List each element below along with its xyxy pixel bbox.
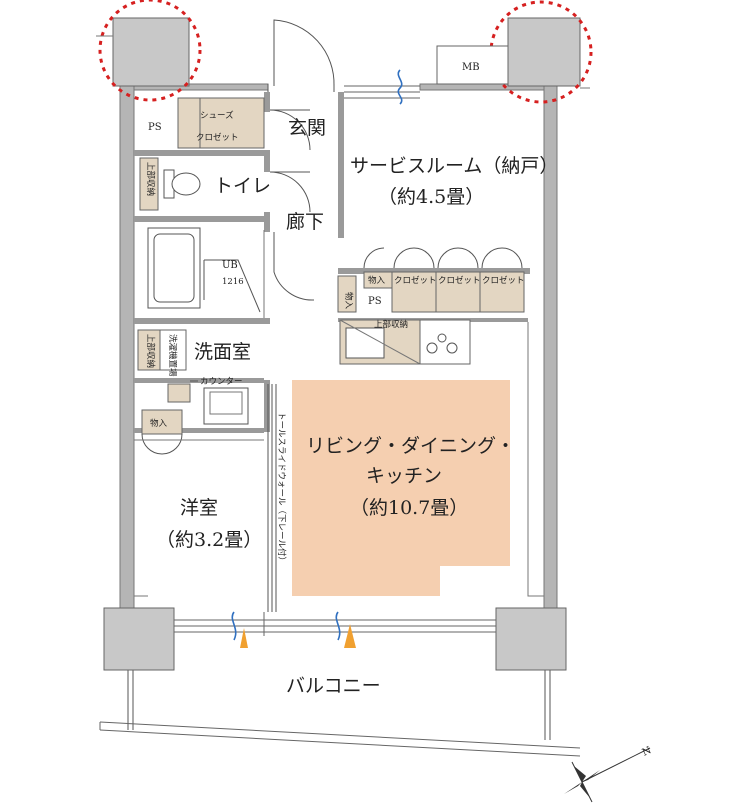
storage-western-label: 物入 bbox=[150, 418, 168, 429]
laundry-pan bbox=[159, 329, 187, 371]
kitchen-upper-label: 上部収納 bbox=[374, 319, 408, 330]
ldk-label-1: リビング・ダイニング・ bbox=[306, 435, 515, 457]
kitchen bbox=[339, 319, 471, 365]
compass-icon bbox=[564, 747, 651, 803]
window-service-room bbox=[344, 69, 420, 105]
ldk-area-label: （約10.7畳） bbox=[350, 497, 468, 519]
balcony bbox=[99, 668, 581, 757]
storage-hall-label: 物入 bbox=[343, 292, 354, 310]
unit-bath bbox=[147, 227, 201, 309]
toilet-label: トイレ bbox=[214, 175, 271, 197]
ub-label: UB bbox=[222, 260, 238, 271]
counter-box bbox=[167, 383, 191, 403]
corridor-door[interactable] bbox=[273, 232, 315, 301]
laundry-pan-label: 洗濯機置場 bbox=[167, 334, 178, 377]
closet-2-label: クロゼット bbox=[438, 275, 481, 286]
closet-3-label: クロゼット bbox=[482, 275, 525, 286]
ub-size: 1216 bbox=[222, 277, 244, 287]
column-bottom-left bbox=[103, 607, 175, 671]
column-bottom-right bbox=[495, 607, 567, 671]
service-room-area: （約4.5畳） bbox=[378, 186, 484, 208]
wash-basin bbox=[203, 387, 249, 425]
ps-top-label: PS bbox=[148, 122, 162, 133]
air-vent-left bbox=[231, 611, 248, 648]
closet-1-label: クロゼット bbox=[394, 275, 437, 286]
balcony-label: バルコニー bbox=[286, 675, 381, 697]
ldk-area bbox=[292, 380, 510, 596]
corridor-label: 廊下 bbox=[286, 211, 324, 233]
column-top-left bbox=[112, 17, 190, 87]
toilet-storage bbox=[139, 157, 159, 211]
shoes-closet-label-1: シューズ bbox=[200, 110, 234, 121]
toilet-bowl bbox=[163, 169, 201, 199]
service-room-label: サービスルーム（納戸） bbox=[350, 155, 558, 177]
compass-north-label: N bbox=[641, 745, 654, 759]
ps-mid-label: PS bbox=[368, 296, 382, 307]
counter-label: カウンター bbox=[200, 377, 243, 387]
storage-service-label: 物入 bbox=[368, 275, 386, 286]
air-vent-right bbox=[335, 611, 356, 648]
western-room-area: （約3.2畳） bbox=[156, 529, 262, 551]
western-storage bbox=[141, 409, 183, 435]
bottom-windows bbox=[174, 612, 496, 636]
mb-label: MB bbox=[462, 62, 480, 73]
service-closet-doors[interactable] bbox=[363, 247, 523, 269]
storage-wash-label: 上部収納 bbox=[145, 334, 156, 368]
ldk-label-2: キッチン bbox=[366, 465, 442, 487]
western-room-label: 洋室 bbox=[180, 497, 218, 519]
column-top-right bbox=[507, 17, 581, 87]
toilet-door[interactable] bbox=[269, 171, 311, 213]
entrance-door[interactable] bbox=[267, 19, 335, 92]
storage-toilet-label: 上部収納 bbox=[145, 162, 156, 196]
tall-slide-wall[interactable] bbox=[267, 384, 277, 612]
entrance-inner-door[interactable] bbox=[269, 109, 311, 151]
shoes-closet bbox=[177, 97, 265, 149]
ub-door[interactable] bbox=[203, 259, 261, 313]
highlight-ring-left bbox=[98, 0, 202, 102]
slide-wall-label: トールスライドウォール（下レール付） bbox=[276, 412, 287, 565]
entrance-label: 玄関 bbox=[288, 117, 326, 139]
shoes-closet-label-2: クロゼット bbox=[196, 132, 239, 143]
interior-walls bbox=[134, 92, 530, 433]
washroom-label: 洗面室 bbox=[194, 341, 251, 363]
service-closets bbox=[337, 271, 525, 313]
mb-box bbox=[436, 45, 509, 85]
